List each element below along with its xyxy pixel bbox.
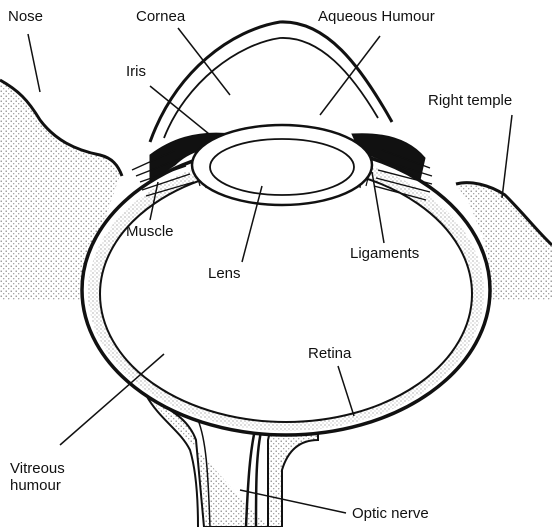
leader-right-temple xyxy=(502,115,512,198)
label-retina: Retina xyxy=(308,346,351,363)
label-iris: Iris xyxy=(126,64,146,81)
label-right-temple: Right temple xyxy=(428,93,512,110)
label-lens: Lens xyxy=(208,266,241,283)
label-ligaments: Ligaments xyxy=(350,246,419,263)
label-optic-nerve: Optic nerve xyxy=(352,506,429,523)
label-nose: Nose xyxy=(8,9,43,26)
label-cornea: Cornea xyxy=(136,9,185,26)
label-muscle: Muscle xyxy=(126,224,174,241)
leader-nose xyxy=(28,34,40,92)
label-aqueous-humour: Aqueous Humour xyxy=(318,9,435,26)
label-vitreous-humour: Vitreous humour xyxy=(10,461,65,494)
